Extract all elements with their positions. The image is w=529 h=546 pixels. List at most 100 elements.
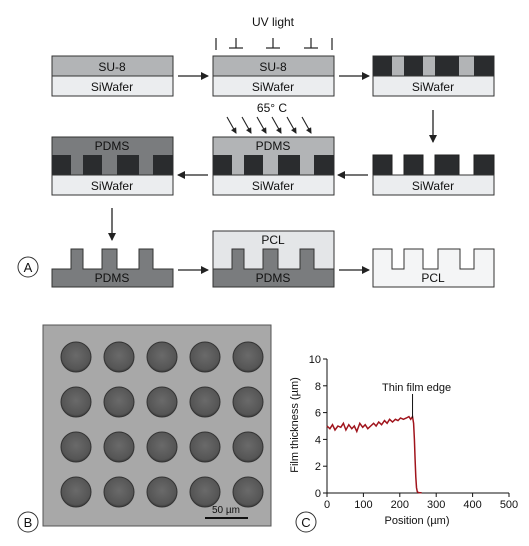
y-tick-label: 6	[315, 408, 321, 420]
exposed-su8-block	[435, 56, 459, 76]
micro-well	[189, 476, 221, 508]
pcl-film	[372, 248, 495, 288]
svg-text:C: C	[301, 515, 310, 530]
x-tick-label: 0	[324, 499, 330, 511]
pdms-label: PDMS	[256, 271, 291, 285]
micro-well	[60, 431, 92, 463]
temperature-label: 65° C	[257, 101, 287, 115]
chart-xlabel: Position (µm)	[384, 515, 449, 527]
su8-post	[244, 155, 263, 175]
exposed-su8-block	[404, 56, 423, 76]
y-tick-label: 4	[315, 434, 321, 446]
micro-well	[60, 476, 92, 508]
micro-well	[232, 386, 264, 418]
pdms-stamp	[51, 248, 174, 288]
annotation-label: Thin film edge	[382, 382, 451, 394]
wafer-layer	[212, 75, 335, 97]
micro-well	[60, 341, 92, 373]
pcl-label: PCL	[421, 271, 445, 285]
su8-post	[434, 154, 460, 176]
su8-label: SU-8	[98, 60, 126, 74]
step-developed-mold: SiWafer	[372, 154, 495, 196]
y-tick-label: 10	[309, 354, 321, 366]
step-pdms-stamp: PDMS	[51, 248, 174, 288]
y-tick-label: 0	[315, 488, 321, 500]
step-cured-pdms: PDMS SiWafer	[51, 136, 174, 196]
step-pcl-film: PCL	[372, 248, 495, 288]
wafer-layer	[51, 174, 174, 196]
su8-post	[473, 154, 495, 176]
pdms-label: PDMS	[95, 139, 130, 153]
scale-bar-label: 50 µm	[212, 505, 240, 516]
thickness-line	[326, 414, 422, 494]
x-tick-label: 200	[391, 499, 409, 511]
su8-post	[403, 154, 424, 176]
pcl-label: PCL	[261, 233, 285, 247]
y-tick-label: 8	[315, 381, 321, 393]
su8-post	[153, 155, 173, 175]
panel-b-micrograph: 50 µm B	[17, 324, 272, 533]
micro-well	[189, 386, 221, 418]
wafer-layer	[51, 75, 174, 97]
micro-well	[103, 341, 135, 373]
exposed-su8-block	[474, 56, 494, 76]
su8-post	[52, 155, 71, 175]
micro-well	[232, 431, 264, 463]
wafer-label: SiWafer	[252, 80, 294, 94]
micro-well	[146, 476, 178, 508]
x-tick-label: 400	[463, 499, 481, 511]
wafer-layer	[372, 75, 495, 97]
uv-light-label: UV light	[252, 15, 295, 29]
panel-a-process-flow: SU-8 SiWafer UV light SU-8 SiWafer	[17, 15, 495, 288]
panel-label-a: A	[17, 256, 39, 278]
svg-text:A: A	[24, 260, 33, 275]
micro-well	[103, 386, 135, 418]
wafer-label: SiWafer	[252, 179, 294, 193]
panel-label-b: B	[17, 511, 39, 533]
su8-post	[278, 155, 300, 175]
micro-well	[103, 476, 135, 508]
y-tick-label: 2	[315, 461, 321, 473]
step-pcl-casting: PCL PDMS	[212, 230, 335, 288]
micro-well	[146, 341, 178, 373]
micro-well	[189, 341, 221, 373]
micro-well	[103, 431, 135, 463]
wafer-layer	[372, 174, 495, 196]
wafer-label: SiWafer	[412, 179, 454, 193]
step-uv-exposure: UV light SU-8 SiWafer	[212, 15, 335, 97]
su8-post	[117, 155, 139, 175]
su8-post	[83, 155, 102, 175]
x-tick-label: 300	[427, 499, 445, 511]
su8-post	[213, 155, 232, 175]
x-tick-label: 100	[354, 499, 372, 511]
exposed-su8-block	[373, 56, 392, 76]
step-su8-coating: SU-8 SiWafer	[51, 55, 174, 97]
wafer-label: SiWafer	[412, 80, 454, 94]
micro-well	[146, 431, 178, 463]
su8-label: SU-8	[259, 60, 287, 74]
step-pdms-curing: 65° C PDMS SiWafer	[212, 101, 335, 196]
micrograph-wells	[60, 341, 264, 508]
chart-ylabel: Film thickness (µm)	[289, 377, 301, 473]
micro-well	[232, 341, 264, 373]
su8-post	[372, 154, 393, 176]
pdms-label: PDMS	[95, 271, 130, 285]
panel-label-c: C	[295, 511, 317, 533]
micro-well	[189, 431, 221, 463]
micro-well	[60, 386, 92, 418]
su8-post	[314, 155, 334, 175]
pdms-stamp	[212, 248, 335, 288]
svg-text:B: B	[24, 515, 33, 530]
heat-arrows	[226, 116, 312, 134]
photomask	[215, 38, 333, 50]
wafer-label: SiWafer	[91, 179, 133, 193]
pdms-label: PDMS	[256, 139, 291, 153]
wafer-layer	[212, 174, 335, 196]
step-exposed-pattern: SiWafer	[372, 55, 495, 97]
wafer-label: SiWafer	[91, 80, 133, 94]
micro-well	[146, 386, 178, 418]
micro-well	[232, 476, 264, 508]
